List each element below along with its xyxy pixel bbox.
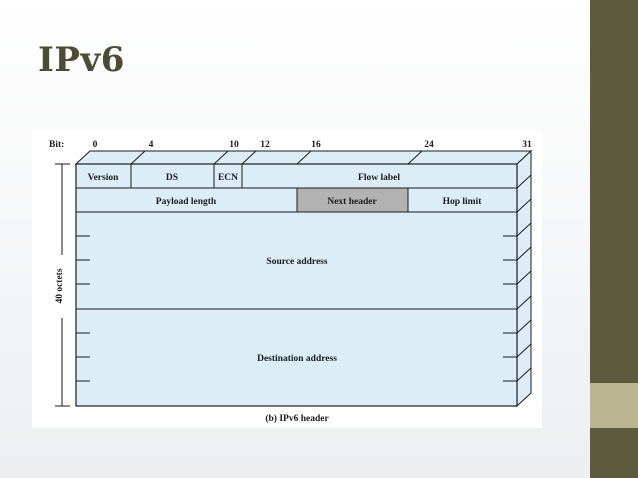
- bit-tick-4: 4: [149, 140, 154, 150]
- figure-caption: (b) IPv6 header: [265, 413, 329, 424]
- field-source-address: Source address: [266, 257, 327, 267]
- field-flow-label: Flow label: [358, 173, 400, 183]
- top-face-dividers: [130, 150, 423, 165]
- field-payload-length: Payload length: [156, 197, 217, 207]
- bit-tick-24: 24: [424, 140, 434, 150]
- bit-tick-10: 10: [229, 140, 239, 150]
- bit-tick-16: 16: [311, 140, 321, 150]
- slide-title: IPv6: [38, 40, 125, 80]
- bit-tick-31: 31: [522, 140, 532, 150]
- field-next-header: Next header: [327, 197, 377, 207]
- side-accent: [590, 383, 638, 428]
- field-ds: DS: [166, 173, 178, 183]
- bit-tick-0: 0: [93, 140, 98, 150]
- side-face-dividers: [516, 174, 532, 382]
- header-side-face: [516, 149, 532, 408]
- field-hop-limit: Hop limit: [443, 197, 483, 207]
- field-version: Version: [88, 173, 120, 183]
- octets-label: 40 octets: [55, 268, 65, 303]
- octets-dimension-line: [55, 163, 70, 407]
- bit-label: Bit:: [49, 140, 64, 150]
- bit-tick-12: 12: [260, 140, 270, 150]
- word-tick-marks: [76, 235, 517, 382]
- next-header-highlight: [296, 187, 409, 213]
- field-ecn: ECN: [218, 173, 238, 183]
- field-destination-address: Destination address: [257, 354, 337, 364]
